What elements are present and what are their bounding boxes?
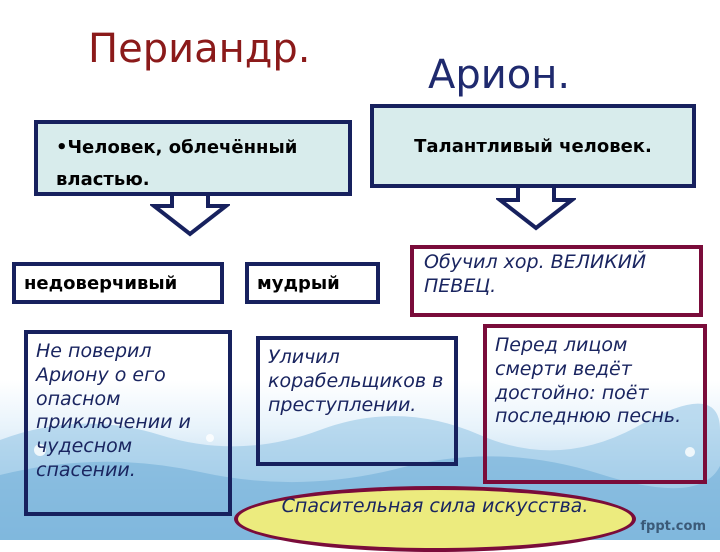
arion-arrow: [496, 184, 576, 231]
arion-main-box: Талантливый человек.: [370, 104, 696, 188]
periandr-detail-2-text: Уличил корабельщиков в преступлении.: [268, 346, 444, 416]
periandr-arrow: [150, 190, 230, 237]
periandr-title: Периандр.: [88, 26, 311, 72]
arion-title: Арион.: [428, 52, 571, 98]
trait-distrustful-box: недоверчивый: [12, 262, 224, 304]
watermark: fppt.com: [640, 519, 706, 534]
conclusion-ellipse: Спасительная сила искусства.: [234, 486, 636, 552]
periandr-main-box: •Человек, облечённый властью.: [34, 120, 352, 196]
arion-detail-1-box: Обучил хор. ВЕЛИКИЙ ПЕВЕЦ.: [410, 245, 703, 317]
periandr-main-text: •Человек, облечённый властью.: [56, 137, 298, 190]
periandr-detail-2-box: Уличил корабельщиков в преступлении.: [256, 336, 458, 466]
periandr-detail-1-box: Не поверил Ариону о его опасном приключе…: [24, 330, 232, 516]
trait-distrustful-text: недоверчивый: [24, 272, 178, 294]
trait-wise-text: мудрый: [257, 272, 340, 294]
arion-detail-2-box: Перед лицом смерти ведёт достойно: поёт …: [483, 324, 707, 484]
arion-detail-2-text: Перед лицом смерти ведёт достойно: поёт …: [495, 334, 682, 428]
arion-detail-1-text: Обучил хор. ВЕЛИКИЙ ПЕВЕЦ.: [424, 251, 647, 297]
periandr-detail-1-text: Не поверил Ариону о его опасном приключе…: [36, 340, 191, 481]
conclusion-text: Спасительная сила искусства.: [281, 495, 589, 517]
arion-main-text: Талантливый человек.: [414, 135, 652, 157]
trait-wise-box: мудрый: [245, 262, 380, 304]
